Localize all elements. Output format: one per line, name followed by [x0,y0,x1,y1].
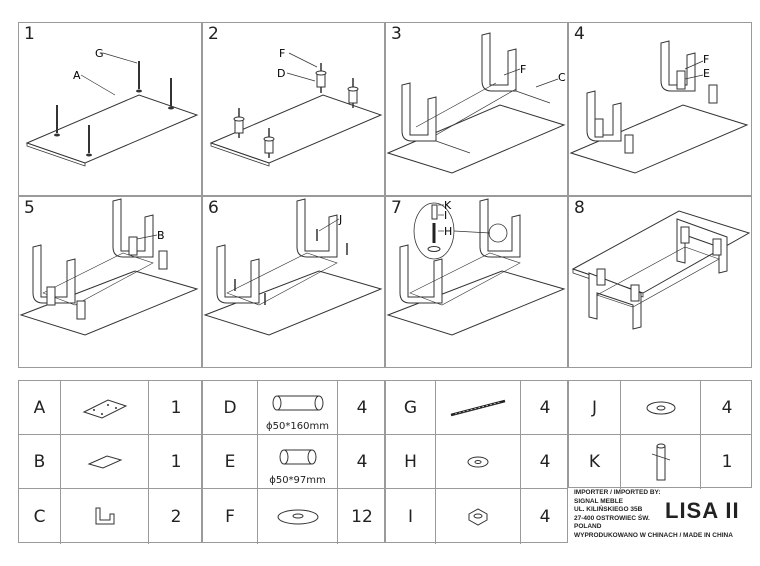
washer-icon [436,435,521,488]
importer-line: WYPRODUKOWANO W CHINACH / MADE IN CHINA [574,531,733,539]
model-name: LISA II [665,498,740,523]
step-4-label-f: F [703,53,709,66]
importer-line: SIGNAL MEBLE [574,497,623,505]
importer-line: POLAND [574,523,602,530]
u-frame-leg-icon [61,489,149,544]
step-3-label-f: F [520,63,526,76]
part-row-f: F 12 [203,489,384,544]
importer-block: IMPORTER / IMPORTED BY: SIGNAL MEBLE UL.… [574,489,733,540]
step-2-drawing: F D [209,47,383,167]
step-8-drawing [571,210,751,330]
step-number: 7 [391,198,402,218]
step-7-panel: 7 K I H [385,196,568,368]
step-number: 2 [208,24,219,44]
step-2-panel: 2 F D [202,22,385,196]
glass-panel-icon [61,381,149,434]
suction-pad-icon [258,489,338,544]
step-5-drawing: B [19,198,199,336]
part-qty: 4 [721,397,733,418]
part-caption: ϕ50*97mm [269,475,326,486]
part-row-c: C 2 [19,489,201,544]
part-letter: A [19,381,61,434]
part-qty: 4 [539,506,551,527]
part-qty: 4 [356,451,368,472]
part-letter: F [203,489,258,544]
part-letter: H [386,435,436,488]
step-number: 6 [208,198,219,218]
step-1-label-a: A [73,69,81,82]
parts-table-col-1: A 1 B 1 C 2 [18,380,202,544]
parts-table-col-2: D ϕ50*160mm 4 E ϕ50*97mm 4 F 12 [202,380,385,544]
part-letter: G [386,381,436,434]
importer-line: 27-400 OSTROWIEC ŚW. [574,514,650,522]
flat-washer-icon [621,381,701,434]
part-row-a: A 1 [19,381,201,435]
part-letter: C [19,489,61,544]
step-5-label-b: B [157,229,165,242]
part-qty: 4 [539,451,551,472]
part-qty: 1 [170,451,182,472]
part-row-h: H 4 [386,435,567,489]
tube-icon: ϕ50*160mm [258,381,338,434]
part-letter: I [386,489,436,544]
part-row-b: B 1 [19,435,201,489]
step-7-label-k: K [444,199,452,212]
step-1-drawing: G A [25,47,199,167]
step-2-label-f: F [279,47,285,60]
step-3-label-c: C [558,71,566,84]
part-letter: B [19,435,61,488]
step-4-panel: 4 F E [568,22,752,196]
step-3-panel: 3 F C [385,22,568,196]
step-number: 4 [574,24,585,44]
part-qty: 4 [356,397,368,418]
part-row-d: D ϕ50*160mm 4 [203,381,384,435]
part-caption: ϕ50*160mm [266,421,329,432]
step-4-drawing: F E [569,40,749,174]
part-row-e: E ϕ50*97mm 4 [203,435,384,489]
hex-nut-icon [436,489,521,544]
step-number: 3 [391,24,402,44]
parts-table-col-4: J 4 K 1 [568,380,752,489]
part-qty: 4 [539,397,551,418]
part-qty: 1 [170,397,182,418]
part-letter: D [203,381,258,434]
part-qty: 12 [351,506,373,527]
step-1-panel: 1 G A [18,22,202,196]
parts-table-col-3: G 4 H 4 I 4 [385,380,568,544]
step-7-drawing: K I H [386,198,566,336]
part-row-i: I 4 [386,489,567,544]
step-4-label-e: E [703,67,710,80]
step-5-panel: 5 B [18,196,202,368]
step-6-panel: 6 J [202,196,385,368]
step-8-panel: 8 [568,196,752,368]
tube-tool-icon [621,435,701,489]
part-qty: 1 [721,452,733,472]
step-2-label-d: D [277,67,285,80]
part-row-g: G 4 [386,381,567,435]
step-6-label-j: J [338,213,342,226]
part-letter: K [569,435,621,489]
importer-line: IMPORTER / IMPORTED BY: [574,489,661,496]
step-7-label-i: I [444,209,447,222]
part-letter: J [569,381,621,434]
part-qty: 2 [170,506,182,527]
step-number: 1 [24,24,35,44]
step-1-label-g: G [95,47,104,60]
step-3-drawing: F C [386,32,566,174]
step-number: 5 [24,198,35,218]
part-row-j: J 4 [569,381,751,435]
importer-line: UL. KILIŃSKIEGO 35B [574,506,643,513]
step-number: 8 [574,198,585,218]
short-tube-icon: ϕ50*97mm [258,435,338,488]
step-7-label-h: H [444,225,452,238]
part-row-k: K 1 [569,435,751,489]
threaded-rod-icon [436,381,521,434]
part-letter: E [203,435,258,488]
small-glass-panel-icon [61,435,149,488]
step-6-drawing: J [203,198,383,336]
